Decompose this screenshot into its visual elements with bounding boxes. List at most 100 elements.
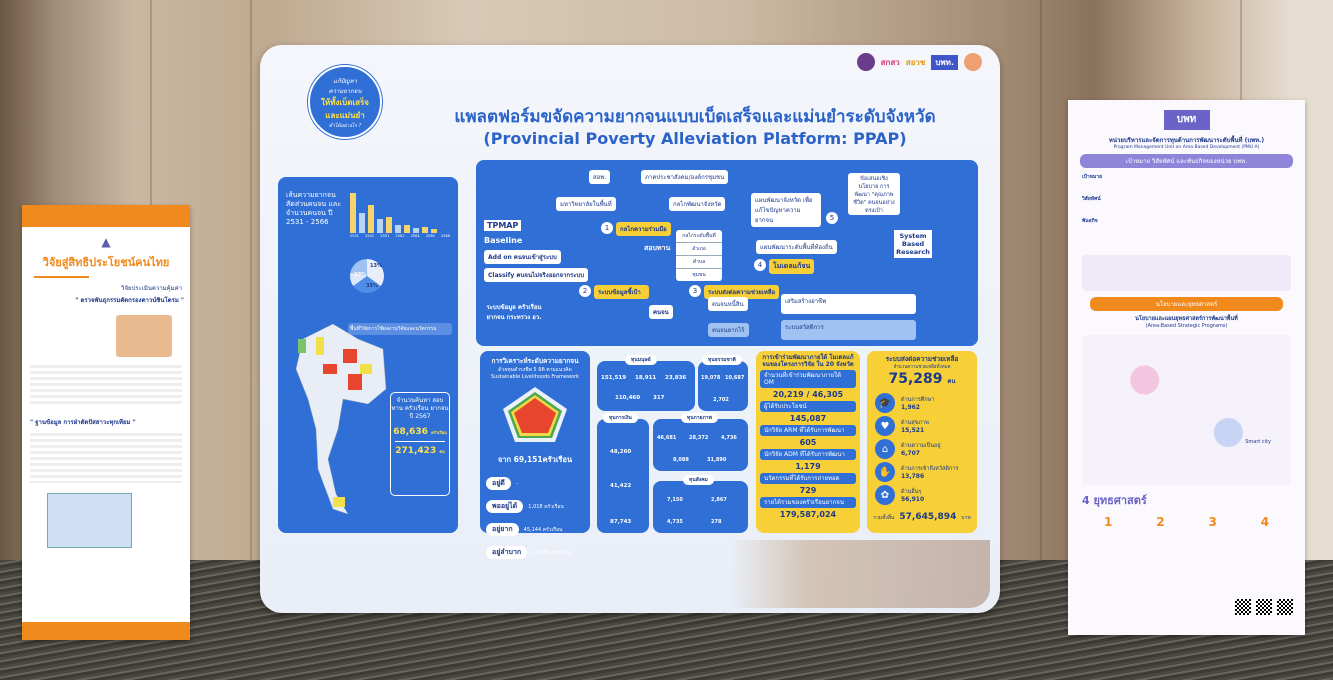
decorative-shape: 75,289 คน: [867, 371, 977, 390]
text-label: พออยู่ได้: [486, 500, 524, 513]
text-label: คน: [439, 449, 445, 454]
assistance-money-row: รวมทั้งสิ้น 57,645,894 บาท: [867, 508, 977, 524]
strategy-illustration: Smart city: [1082, 335, 1291, 485]
flow-local-plan: แผนพัฒนาระดับพื้นที่ท้องถิ่น: [756, 240, 837, 254]
text-label: 22,989 ครัวเรือน: [532, 550, 571, 556]
text-label: 2,867: [711, 497, 727, 503]
text-label: ทุนกายภาพ: [681, 413, 718, 423]
text-label: 19,078: [701, 375, 721, 381]
decorative-shape: 4: [1260, 515, 1270, 529]
decorative-shape: [413, 228, 419, 233]
household-database: ระบบข้อมูล ครัวเรือนยากจน กระทรวง อว.: [486, 304, 542, 321]
assistance-panel: ระบบส่งต่อความช่วยเหลือ จำนวนความช่วยเหล…: [867, 351, 977, 533]
decorative-shape: [298, 339, 306, 353]
ppap-flow-diagram: สอพ. ภาคประชาสังคม/องค์กรชุมชน มหาวิทยาล…: [476, 160, 978, 346]
financial-capital: ทุนการเงิน 48,260 41,422 87,743: [597, 413, 649, 533]
decorative-shape: ด้านความเป็นอยู่6,707: [901, 442, 941, 457]
child-photo: [116, 315, 172, 357]
health-icon: ♥: [875, 416, 895, 436]
qr-code-icon: [1256, 599, 1272, 615]
step3-box: ระบบส่งต่อความช่วยเหลือ: [704, 285, 780, 299]
home-icon: ⌂: [875, 439, 895, 459]
flow-top1: สอพ.: [589, 170, 611, 184]
text-label: 151,519: [601, 375, 627, 381]
qr-code-icon: [1235, 599, 1251, 615]
physical-capital: ทุนกายภาพ 46,681 28,372 4,736 8,088 31,8…: [653, 413, 748, 471]
strategy-title: นโยบายและแผนยุทธศาสตร์การพัฒนาพื้นที่: [1135, 316, 1238, 322]
seal-logo: [856, 53, 875, 71]
text-label: 2541: [365, 234, 375, 238]
participation-panel: การเข้าร่วมพัฒนาภายใต้ โมเดลแก้จนของโครง…: [756, 351, 860, 533]
text-label: อำเภอ: [676, 243, 722, 256]
trend-bar-chart: [350, 185, 450, 233]
decorative-shape: [316, 337, 324, 355]
qr-code-icon: [1277, 599, 1293, 615]
policy-banner: นโยบายและยุทธศาสตร์: [1090, 297, 1283, 311]
flow-poor-debt: คนจนหนี้สิน: [708, 297, 748, 311]
levels-box: กลไกระดับพื้นที่ อำเภอ ตำบล ชุมชน: [676, 230, 722, 281]
text-label: ทุนธรรมชาติ: [702, 355, 742, 365]
radar-chart: [503, 387, 567, 442]
decorative-shape: [295, 323, 387, 515]
wall-seam: [250, 0, 252, 570]
decorative-shape: อยู่ดี -: [486, 470, 584, 490]
university-seal: [964, 53, 982, 71]
text-label: 13,786: [901, 472, 925, 480]
trend-title: เส้นความยากจน สัดส่วนคนจน และจำนวนคนจน ป…: [286, 191, 341, 226]
pie-chart: [350, 259, 384, 293]
text-label: ครัวเรือน: [431, 430, 447, 435]
income-value: 179,587,024: [779, 510, 837, 519]
text-label: 15,521: [901, 426, 925, 434]
left-standee: ▲ วิจัยสู่สิทธิประโยชน์คนไทย วิจัยประเมิ…: [22, 205, 190, 640]
text-label: ด้านการศึกษา: [901, 396, 935, 403]
decorative-shape: 1: [1103, 515, 1113, 529]
text-label: 30%: [354, 272, 366, 278]
text-label: 605: [799, 438, 817, 447]
text-label: จำนวนค้นหา สอบทาน ครัวเรือน ยากจนปี 2567: [391, 397, 449, 420]
human-capital: ทุนมนุษย์ 151,519 18,911 23,836 110,460 …: [597, 355, 695, 411]
text-label: Classify คนจนไม่จริงออกจากระบบ: [484, 268, 589, 282]
standee-subtitle: Program Management Unit on Area Based De…: [1113, 145, 1260, 150]
standee-title: วิจัยสู่สิทธิประโยชน์คนไทย: [42, 256, 170, 269]
strategy-subtitle: (Area-Based Strategic Programs): [1145, 323, 1228, 329]
decorative-shape: 68,636 ครัวเรือน: [391, 427, 449, 437]
text-label: ชุมชน: [692, 272, 706, 278]
flow-policy: ข้อเสนอเชิงนโยบาย การพัฒนา "คุณภาพชีวิต"…: [848, 173, 900, 215]
livelihood-panel: การวิเคราะห์ระดับความยากจน ด้วยทุนดำรงชี…: [480, 351, 590, 559]
text-label: ด้านสุขภาพ: [901, 419, 929, 426]
assistance-money: 57,645,894: [899, 512, 957, 522]
text-label: 2566: [441, 234, 450, 238]
text-label: รวมทั้งสิ้น: [873, 515, 895, 521]
text-label: 31,890: [707, 457, 727, 463]
decorative-shape: [395, 225, 401, 233]
text-label: Sustainable Livelihoods Framework: [490, 374, 580, 380]
text-label: 271,423: [395, 446, 437, 456]
text-label: 23,836: [665, 375, 687, 381]
standee-header-bar: [22, 205, 190, 227]
text-label: อยู่ดี: [486, 477, 511, 490]
text-label: ผู้ได้รับประโยชน์: [760, 401, 856, 412]
text-label: ด้านอื่นๆ: [901, 488, 922, 495]
text-label: ทุนสังคม: [683, 475, 714, 485]
flow-prov-mech: กลไกพัฒนาจังหวัด: [669, 197, 726, 211]
text-label: 10,687: [725, 375, 745, 381]
text-label: 1,179: [795, 462, 821, 471]
text-label: 28,372: [689, 435, 709, 441]
text-label: ให้ทั้งเบ็ดเสร็จ: [321, 98, 369, 107]
decorative-shape: อยู่ดี - พออยู่ได้ 1,018 ครัวเรือน อยู่ย…: [486, 470, 584, 559]
text-label: 13%: [370, 263, 382, 269]
text-label: 317: [653, 395, 665, 401]
standee-banner: เป้าหมาย วิสัยทัศน์ และพันธกิจของหน่วย บ…: [1080, 154, 1293, 168]
households-total: จาก 69,151ครัวเรือน: [497, 455, 573, 464]
other-icon: ✿: [875, 485, 895, 505]
flow-top2: ภาคประชาสังคม/องค์กรชุมชน: [641, 170, 729, 184]
text-label: ด้านความเป็นอยู่: [901, 442, 941, 449]
decorative-shape: ⌂ ด้านความเป็นอยู่6,707: [875, 439, 969, 459]
text-label: 278: [711, 519, 722, 525]
decorative-shape: 3: [689, 285, 701, 297]
flow-university: มหาวิทยาลัยในพื้นที่: [556, 197, 616, 211]
step1-box: กลไกความร่วมมือ: [616, 222, 671, 236]
